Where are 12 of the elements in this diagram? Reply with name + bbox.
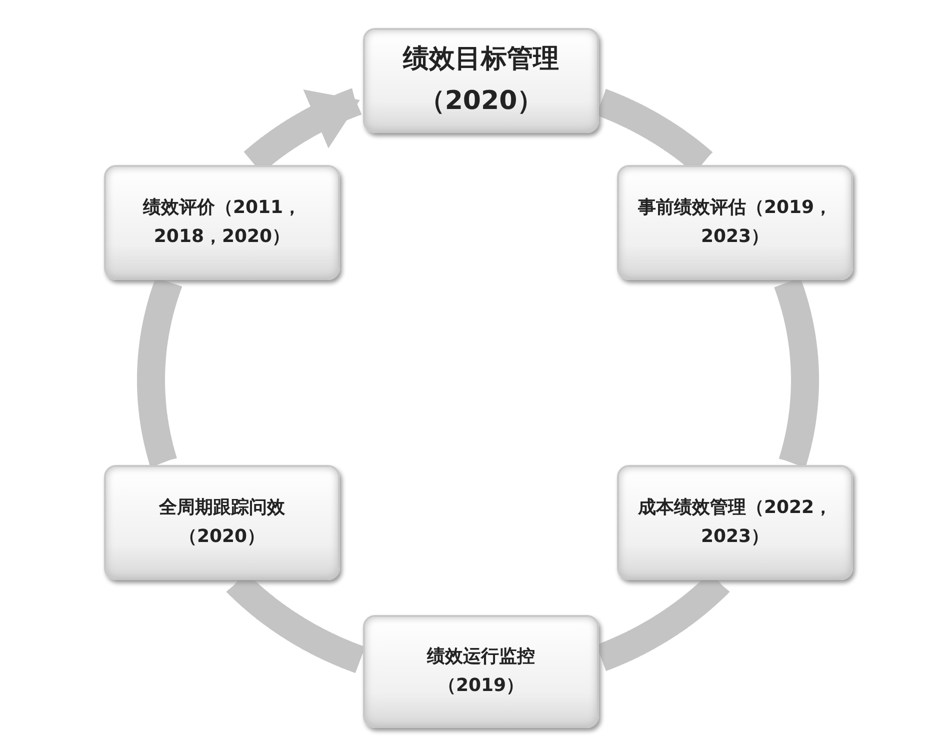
step-box bbox=[617, 465, 853, 580]
step-box bbox=[363, 615, 599, 728]
step-label: 事前绩效评估（2019，2023） bbox=[636, 196, 834, 248]
step-label: 成本绩效管理（2022，2023） bbox=[636, 496, 834, 548]
step-label: 绩效运行监控（2019） bbox=[426, 644, 536, 698]
step-box bbox=[104, 465, 340, 580]
step-box bbox=[363, 28, 599, 133]
step-label: 绩效目标管理（2020） bbox=[402, 42, 560, 118]
step-box bbox=[617, 165, 853, 280]
step-label: 全周期跟踪问效（2020） bbox=[158, 496, 286, 548]
step-box bbox=[104, 165, 340, 280]
step-label: 绩效评价（2011，2018，2020） bbox=[142, 196, 302, 248]
